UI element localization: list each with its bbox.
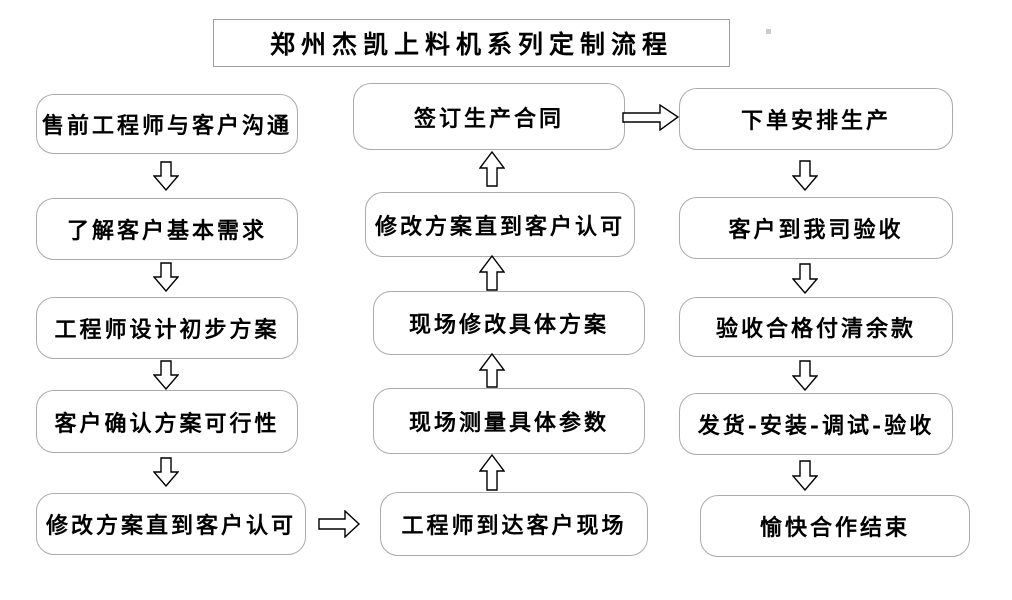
up-arrow-icon [479,151,505,187]
flow-node-middle-2: 修改方案直到客户认可 [365,192,635,257]
down-arrow-icon [792,460,818,491]
down-arrow-icon [153,457,179,487]
flow-node-middle-4: 现场测量具体参数 [373,388,645,454]
anchor-dot-artifact [766,29,771,34]
down-arrow-icon [153,360,179,390]
flow-node-right-1: 下单安排生产 [679,88,953,150]
flow-node-middle-5: 工程师到达客户现场 [380,492,648,556]
flowchart-title: 郑州杰凯上料机系列定制流程 [213,19,730,67]
flow-node-left-1: 售前工程师与客户沟通 [36,94,298,154]
flow-node-middle-3: 现场修改具体方案 [373,291,645,355]
down-arrow-icon [792,160,818,191]
flow-node-left-3: 工程师设计初步方案 [36,297,298,359]
flow-node-left-2: 了解客户基本需求 [36,198,298,260]
down-arrow-icon [153,262,179,292]
flow-node-middle-1: 签订生产合同 [353,83,625,150]
flow-node-right-4: 发货-安装-调试-验收 [679,393,953,455]
flow-node-left-5: 修改方案直到客户认可 [36,493,306,555]
up-arrow-icon [479,255,505,291]
flow-node-right-2: 客户到我司验收 [679,197,953,259]
right-arrow-icon [318,510,360,538]
flow-node-right-3: 验收合格付清余款 [679,297,953,357]
down-arrow-icon [792,263,818,294]
flow-node-right-5: 愉快合作结束 [700,495,970,557]
up-arrow-icon [479,353,505,388]
down-arrow-icon [153,161,179,191]
flow-node-left-4: 客户确认方案可行性 [36,390,298,453]
right-arrow-icon [622,104,679,131]
down-arrow-icon [792,360,818,391]
up-arrow-icon [479,454,505,491]
